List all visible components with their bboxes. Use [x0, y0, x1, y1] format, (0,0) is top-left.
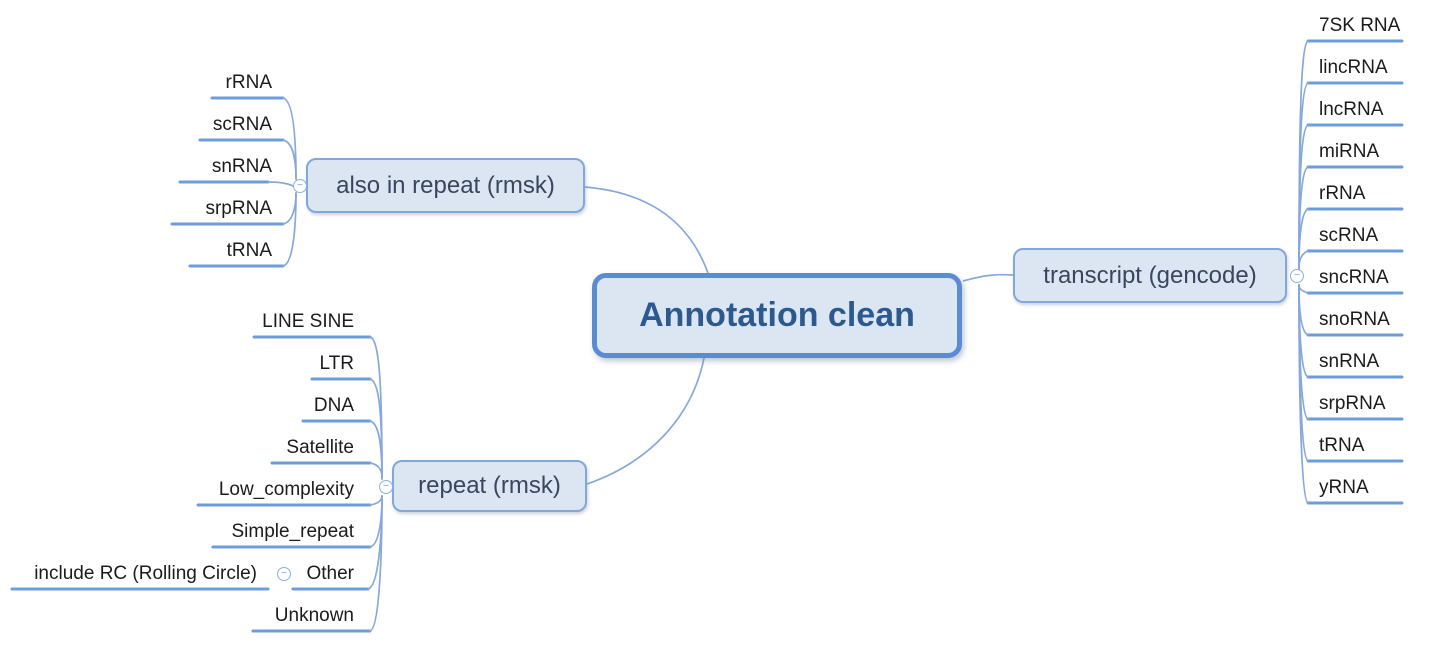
branch-node-label: also in repeat (rmsk) — [336, 171, 555, 199]
leaf-rrna[interactable]: rRNA — [1319, 183, 1366, 204]
minus-icon: − — [383, 481, 389, 492]
leaf-srprna-repeat[interactable]: srpRNA — [205, 198, 272, 219]
leaf-mirna[interactable]: miRNA — [1319, 141, 1380, 162]
leaf-sncrna[interactable]: sncRNA — [1319, 267, 1389, 288]
root-node-label: Annotation clean — [639, 296, 915, 334]
leaf-snrna-repeat[interactable]: snRNA — [211, 156, 272, 177]
leaf-trna[interactable]: tRNA — [1319, 435, 1365, 456]
leaf-snrna[interactable]: snRNA — [1319, 351, 1380, 372]
branch-node-label: transcript (gencode) — [1043, 261, 1257, 289]
collapse-toggle-other[interactable]: − — [277, 567, 291, 581]
leaf-line-sine[interactable]: LINE SINE — [262, 311, 354, 332]
leaf-lncrna[interactable]: lncRNA — [1319, 99, 1384, 120]
leaf-7sk-rna[interactable]: 7SK RNA — [1319, 15, 1401, 36]
branch-node-label: repeat (rmsk) — [418, 472, 561, 499]
collapse-toggle-transcript[interactable]: − — [1290, 269, 1304, 283]
leaf-srprna[interactable]: srpRNA — [1319, 393, 1386, 414]
leaf-snorna[interactable]: snoRNA — [1319, 309, 1390, 330]
leaf-ltr[interactable]: LTR — [319, 353, 354, 374]
minus-icon: − — [1294, 270, 1300, 281]
leaf-low-complexity[interactable]: Low_complexity — [218, 479, 354, 500]
collapse-toggle-also-in-repeat[interactable]: − — [293, 179, 307, 193]
leaf-satellite[interactable]: Satellite — [286, 437, 354, 458]
leaf-include-rc-rolling-circle[interactable]: include RC (Rolling Circle) — [34, 563, 257, 584]
minus-icon: − — [281, 568, 287, 579]
leaf-lincrna[interactable]: lincRNA — [1319, 57, 1388, 78]
leaf-scrna-repeat[interactable]: scRNA — [212, 114, 272, 135]
leaf-trna-repeat[interactable]: tRNA — [226, 240, 272, 261]
leaf-rrna-repeat[interactable]: rRNA — [225, 72, 272, 93]
leaf-yrna[interactable]: yRNA — [1319, 477, 1369, 498]
branch-node-transcript[interactable]: transcript (gencode) — [1013, 248, 1287, 303]
leaf-other[interactable]: Other — [306, 563, 354, 584]
collapse-toggle-repeat[interactable]: − — [379, 480, 393, 494]
branch-node-repeat[interactable]: repeat (rmsk) — [392, 460, 587, 512]
leaf-simple-repeat[interactable]: Simple_repeat — [231, 521, 354, 542]
minus-icon: − — [297, 180, 303, 191]
leaf-scrna[interactable]: scRNA — [1319, 225, 1379, 246]
branch-node-also-in-repeat[interactable]: also in repeat (rmsk) — [306, 158, 585, 213]
leaf-dna[interactable]: DNA — [313, 395, 354, 416]
root-node[interactable]: Annotation clean — [592, 273, 962, 358]
leaf-unknown[interactable]: Unknown — [274, 605, 354, 626]
